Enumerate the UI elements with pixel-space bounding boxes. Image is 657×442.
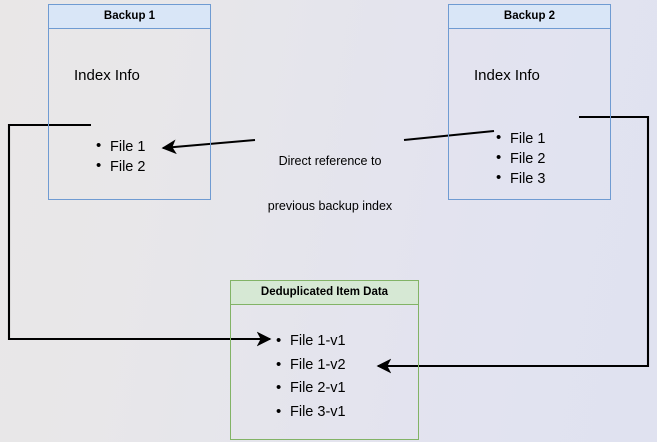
list-item: File 3	[496, 168, 545, 189]
backup-2-title: Backup 2	[449, 5, 610, 29]
backup-2-index-info-label: Index Info	[474, 67, 540, 84]
list-item: File 3-v1	[276, 400, 346, 425]
backup-1-box[interactable]: Backup 1 Index Info File 1 File 2	[48, 4, 211, 200]
list-item: File 2	[96, 156, 145, 177]
list-item: File 2-v1	[276, 376, 346, 401]
backup-1-body: Index Info File 1 File 2	[49, 29, 210, 200]
list-item: File 1-v2	[276, 353, 346, 378]
deduplicated-item-data-title: Deduplicated Item Data	[231, 281, 418, 305]
list-item: File 1	[96, 136, 145, 157]
direct-reference-caption-line-2: previous backup index	[267, 199, 393, 213]
deduplicated-item-data-box[interactable]: Deduplicated Item Data File 1-v1 File 1-…	[230, 280, 419, 440]
backup-2-file-list: File 1 File 2 File 3	[496, 128, 545, 189]
backup-1-title: Backup 1	[49, 5, 210, 29]
backup-2-box[interactable]: Backup 2 Index Info File 1 File 2 File 3	[448, 4, 611, 200]
deduplicated-item-data-body: File 1-v1 File 1-v2 File 2-v1 File 3-v1	[231, 305, 418, 440]
backup-1-index-info-label: Index Info	[74, 67, 140, 84]
list-item: File 2	[496, 148, 545, 169]
direct-reference-caption: Direct reference to previous backup inde…	[245, 124, 415, 244]
deduplicated-file-list: File 1-v1 File 1-v2 File 2-v1 File 3-v1	[276, 329, 346, 425]
backup-1-file-list: File 1 File 2	[96, 136, 145, 177]
direct-reference-caption-line-1: Direct reference to	[278, 154, 382, 168]
list-item: File 1-v1	[276, 329, 346, 354]
list-item: File 1	[496, 128, 545, 149]
backup-2-body: Index Info File 1 File 2 File 3	[449, 29, 610, 200]
